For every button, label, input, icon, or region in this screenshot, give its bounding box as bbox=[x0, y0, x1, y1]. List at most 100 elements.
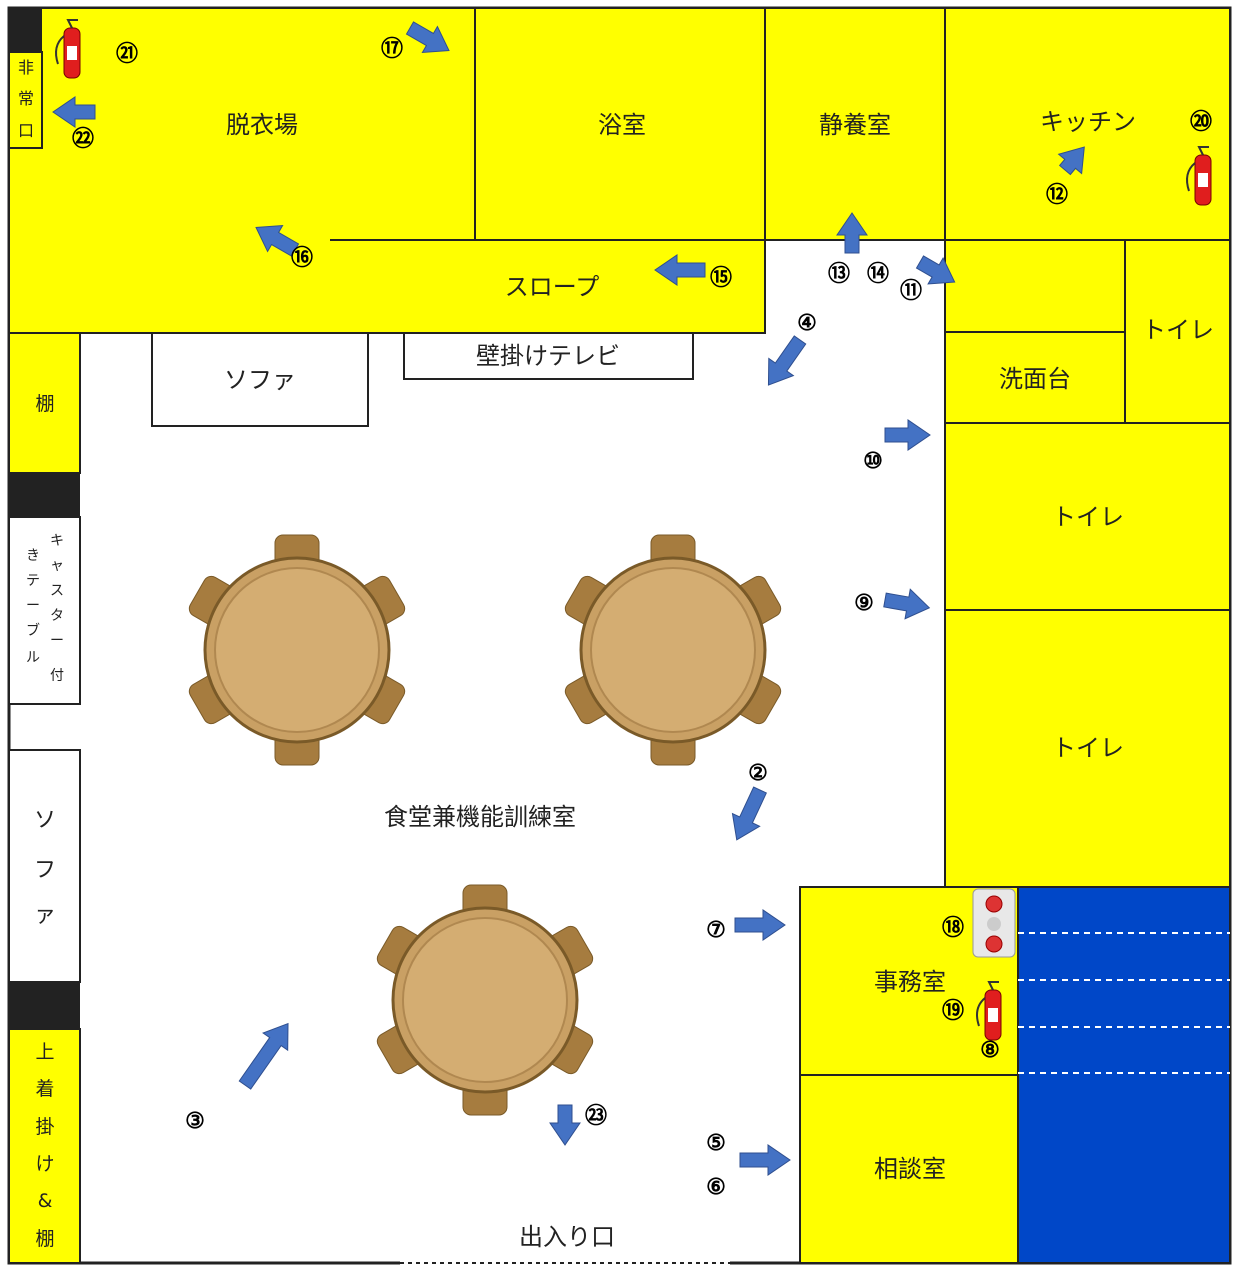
label-emergency-exit: 非 常 口 bbox=[18, 58, 34, 140]
room-toilet-top-wrap bbox=[944, 239, 1126, 333]
direction-arrow bbox=[1057, 146, 1085, 176]
marker-m19: ⑲ bbox=[942, 998, 964, 1024]
svg-text:け: け bbox=[35, 1153, 54, 1175]
svg-text:フ: フ bbox=[34, 858, 56, 883]
marker-m3: ③ bbox=[185, 1108, 205, 1134]
room-seiyoshitsu bbox=[764, 7, 946, 241]
marker-m14: ⑭ bbox=[867, 261, 889, 287]
svg-text:&: & bbox=[38, 1190, 53, 1212]
marker-m16: ⑯ bbox=[291, 245, 313, 271]
label-sodanshitsu: 相談室 bbox=[874, 1155, 946, 1183]
label-kitchen: キッチン bbox=[1040, 108, 1136, 136]
label-entrance: 出入り口 bbox=[519, 1223, 615, 1251]
svg-text:ス: ス bbox=[50, 583, 64, 599]
round-table bbox=[376, 884, 594, 1116]
marker-m4: ④ bbox=[797, 310, 817, 336]
direction-arrow bbox=[767, 335, 807, 386]
label-sofa-top: ソファ bbox=[224, 366, 296, 394]
fire-extinguisher-icon bbox=[1186, 146, 1212, 206]
room-toilet-low bbox=[944, 609, 1231, 888]
marker-m7: ⑦ bbox=[706, 917, 726, 943]
alarm-panel bbox=[972, 888, 1016, 958]
svg-text:ブ: ブ bbox=[26, 622, 40, 639]
marker-m22: ㉒ bbox=[72, 126, 94, 152]
svg-text:テ: テ bbox=[26, 573, 40, 589]
label-toilet-mid: トイレ bbox=[1052, 503, 1124, 531]
emergency-exit-box bbox=[8, 51, 43, 149]
svg-text:棚: 棚 bbox=[35, 1228, 54, 1250]
label-dining: 食堂兼機能訓練室 bbox=[384, 803, 576, 831]
label-jimushitsu: 事務室 bbox=[874, 968, 946, 996]
label-shelf: 棚 bbox=[35, 393, 54, 415]
marker-m2: ② bbox=[748, 760, 768, 786]
svg-text:非: 非 bbox=[18, 58, 34, 77]
svg-text:ャ: ャ bbox=[50, 558, 64, 574]
direction-arrow bbox=[654, 254, 706, 286]
marker-m13: ⑬ bbox=[828, 261, 850, 287]
label-sofa-left: ソ フ ァ bbox=[34, 808, 56, 928]
marker-m23: ㉓ bbox=[585, 1103, 607, 1129]
svg-text:ー: ー bbox=[26, 598, 40, 614]
fire-extinguisher-icon bbox=[55, 19, 81, 79]
label-slope: スロープ bbox=[505, 273, 600, 301]
room-senmendai bbox=[944, 331, 1126, 424]
direction-arrow bbox=[915, 255, 956, 285]
svg-text:き: き bbox=[26, 548, 40, 564]
marker-m15: ⑮ bbox=[710, 265, 732, 291]
direction-arrow bbox=[549, 1104, 581, 1146]
direction-arrow bbox=[52, 96, 96, 128]
marker-m20: ⑳ bbox=[1190, 109, 1212, 135]
fire-extinguisher-icon bbox=[976, 981, 1002, 1041]
direction-arrow bbox=[739, 1144, 791, 1176]
svg-text:タ: タ bbox=[50, 608, 64, 624]
label-seiyoshitsu: 静養室 bbox=[819, 111, 891, 139]
marker-m6: ⑥ bbox=[706, 1174, 726, 1200]
svg-text:常: 常 bbox=[18, 89, 34, 108]
direction-arrow bbox=[836, 212, 868, 254]
marker-m5: ⑤ bbox=[706, 1130, 726, 1156]
marker-m18: ⑱ bbox=[942, 915, 964, 941]
caster-table bbox=[8, 516, 81, 705]
svg-text:ル: ル bbox=[26, 650, 40, 666]
direction-arrow bbox=[255, 224, 300, 257]
svg-text:ー: ー bbox=[50, 633, 64, 649]
svg-text:口: 口 bbox=[18, 121, 34, 140]
label-toilet-low: トイレ bbox=[1052, 734, 1124, 762]
room-kitchen bbox=[944, 7, 1231, 241]
label-caster-table: キ ャ ス タ ー 付 き テ ー ブ ル bbox=[26, 533, 64, 684]
direction-arrow bbox=[883, 588, 931, 620]
direction-arrow bbox=[731, 786, 768, 841]
sofa-top bbox=[151, 332, 369, 427]
label-coat-shelf: 上 着 掛 け & 棚 bbox=[35, 1041, 54, 1250]
marker-m8: ⑧ bbox=[980, 1037, 1000, 1063]
svg-text:ァ: ァ bbox=[34, 903, 56, 928]
marker-m12: ⑫ bbox=[1046, 182, 1068, 208]
label-tv: 壁掛けテレビ bbox=[476, 342, 620, 370]
shelf bbox=[8, 332, 81, 474]
svg-text:付: 付 bbox=[50, 668, 64, 684]
marker-m21: ㉑ bbox=[116, 41, 138, 67]
label-senmendai: 洗面台 bbox=[999, 365, 1071, 393]
marker-m17: ⑰ bbox=[381, 36, 403, 62]
svg-text:上: 上 bbox=[35, 1041, 54, 1063]
label-toilet-top: トイレ bbox=[1142, 316, 1214, 344]
label-yokushitsu: 浴室 bbox=[598, 111, 646, 139]
round-table bbox=[188, 534, 406, 766]
sofa-left bbox=[8, 749, 81, 983]
marker-m9: ⑨ bbox=[854, 590, 874, 616]
round-table bbox=[564, 534, 782, 766]
svg-text:ソ: ソ bbox=[34, 808, 56, 833]
svg-text:着: 着 bbox=[35, 1078, 54, 1100]
room-toilet-mid bbox=[944, 422, 1231, 611]
marker-m10: ⑩ bbox=[863, 448, 883, 474]
direction-arrow bbox=[734, 909, 786, 941]
wall-tv bbox=[403, 332, 694, 380]
marker-m11: ⑪ bbox=[900, 278, 922, 304]
svg-text:キ: キ bbox=[50, 533, 64, 549]
direction-arrow bbox=[405, 21, 450, 54]
direction-arrow bbox=[884, 419, 931, 451]
svg-text:掛: 掛 bbox=[35, 1116, 54, 1138]
coat-shelf bbox=[8, 1028, 81, 1264]
direction-arrow bbox=[238, 1022, 289, 1090]
